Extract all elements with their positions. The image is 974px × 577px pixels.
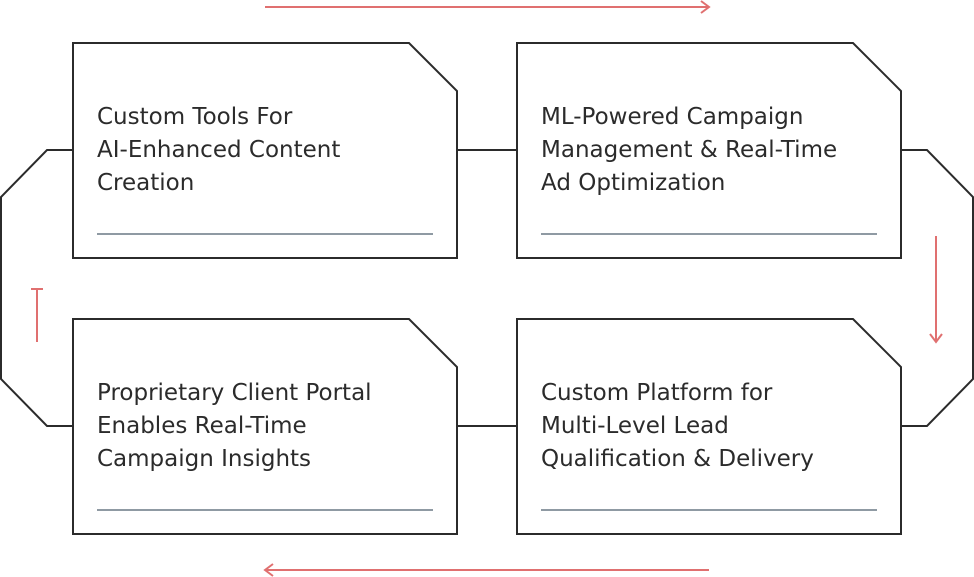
node-line: Management & Real-Time [541, 137, 838, 163]
box-bottom-right [516, 318, 902, 535]
node-line: Proprietary Client Portal [97, 380, 372, 406]
node-line: Ad Optimization [541, 170, 726, 196]
node-line: Creation [97, 170, 195, 196]
connector-left [0, 149, 73, 427]
node-top-left-text: Custom Tools For AI-Enhanced Content Cre… [97, 101, 340, 200]
node-line: Qualification & Delivery [541, 446, 814, 472]
node-line: Custom Tools For [97, 104, 293, 130]
box-top-right [516, 42, 902, 259]
arrow-left-icon [263, 563, 709, 577]
node-bottom-right-text: Custom Platform for Multi-Level Lead Qua… [541, 377, 814, 476]
arrow-right-icon [265, 0, 711, 14]
box-top-left [72, 42, 458, 259]
node-line: AI-Enhanced Content [97, 137, 341, 163]
arrow-down-icon [929, 236, 943, 344]
node-bottom-left-text: Proprietary Client Portal Enables Real-T… [97, 377, 372, 476]
arrow-up-icon [31, 288, 43, 342]
node-line: Campaign Insights [97, 446, 312, 472]
node-line: Enables Real-Time [97, 413, 307, 439]
node-line: Custom Platform for [541, 380, 773, 406]
box-bottom-left [72, 318, 458, 535]
connector-right [901, 149, 974, 427]
node-line: ML-Powered Campaign [541, 104, 804, 130]
node-line: Multi-Level Lead [541, 413, 729, 439]
node-top-right-text: ML-Powered Campaign Management & Real-Ti… [541, 101, 837, 200]
